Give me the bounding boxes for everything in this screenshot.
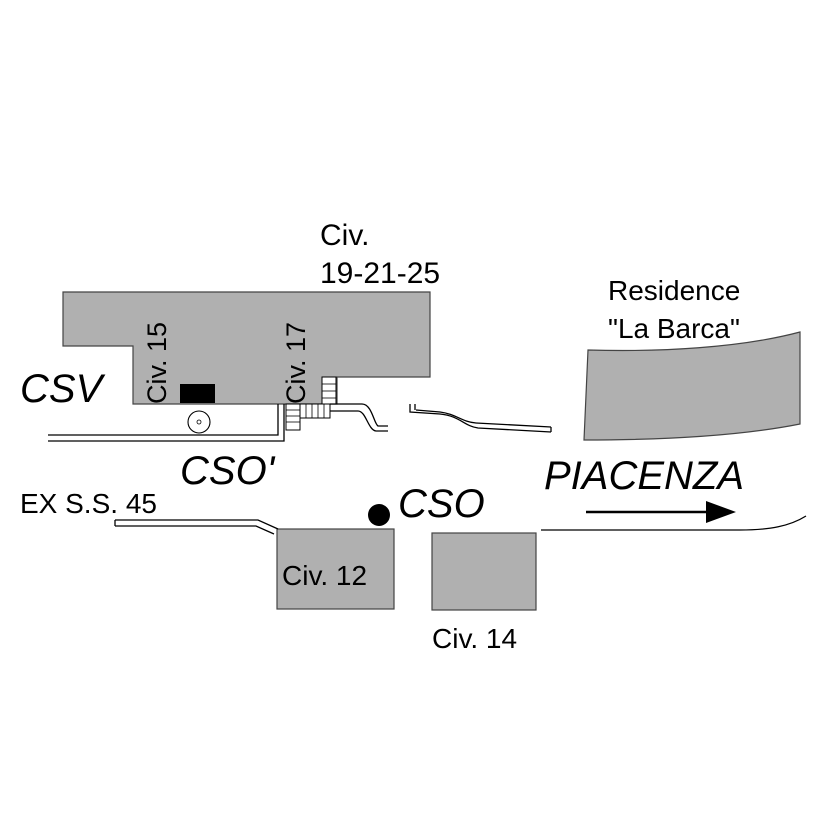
label-civ-19-21-25-line2: 19-21-25 [320, 257, 440, 290]
arrow-right-icon [586, 501, 736, 523]
label-ex-ss-45: EX S.S. 45 [20, 488, 157, 519]
building-civ-15-17-19-21-25 [62, 291, 431, 405]
building-civ-14 [431, 532, 537, 611]
label-residence-line1: Residence [608, 275, 740, 306]
label-residence-line2: "La Barca" [608, 313, 740, 344]
manhole-icon [187, 410, 211, 434]
building-residence-la-barca [583, 331, 801, 441]
cso-marker [368, 504, 390, 526]
label-csv: CSV [20, 367, 106, 411]
label-cso-prime: CSO' [180, 449, 276, 493]
label-civ-17: Civ. 17 [281, 322, 311, 404]
road-curve-center-right [409, 404, 552, 433]
road-right-lower [541, 515, 807, 531]
csv-marker [180, 384, 215, 403]
stairs-structure [285, 376, 337, 431]
label-cso: CSO [398, 482, 485, 526]
building-civ-12 [276, 528, 395, 610]
label-piacenza: PIACENZA [544, 454, 744, 498]
road-curve-center-left [330, 403, 388, 432]
road-ex-ss-45 [114, 519, 279, 535]
label-civ-14: Civ. 14 [432, 623, 517, 654]
label-civ-19-21-25-line1: Civ. [320, 219, 369, 252]
road-left-upper [48, 404, 285, 442]
label-civ-15: Civ. 15 [142, 322, 172, 404]
label-civ-12: Civ. 12 [282, 560, 367, 591]
